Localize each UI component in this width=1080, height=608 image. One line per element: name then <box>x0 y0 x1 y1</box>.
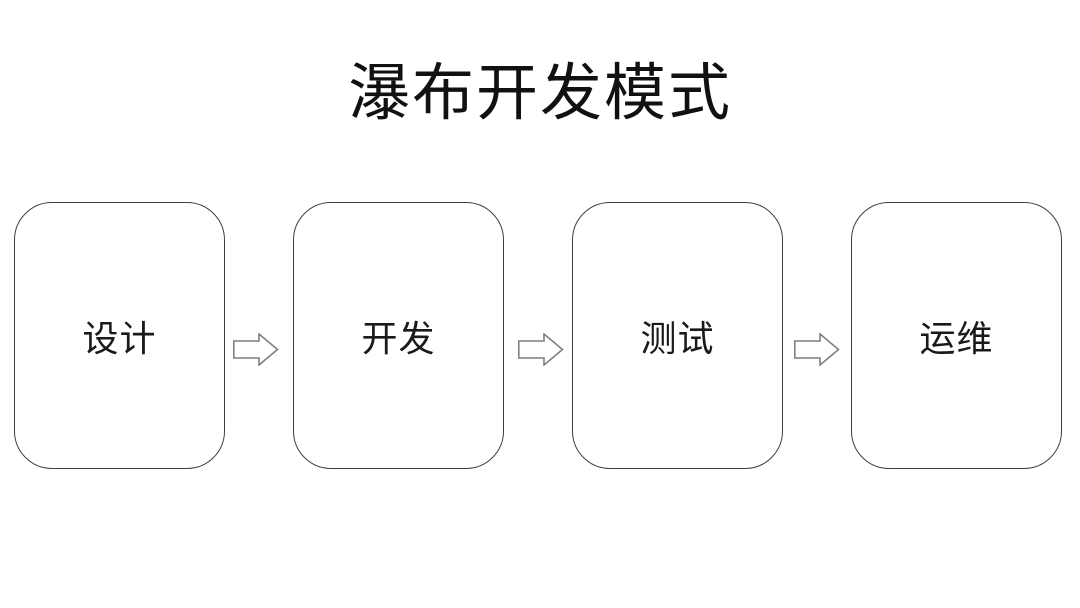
step-label-development: 开发 <box>361 317 436 359</box>
step-box-development: 开发 <box>293 202 504 469</box>
right-arrow-icon <box>794 332 840 367</box>
right-arrow-icon <box>233 332 279 367</box>
step-box-testing: 测试 <box>572 202 783 469</box>
diagram-title: 瀑布开发模式 <box>347 59 732 128</box>
step-label-testing: 测试 <box>640 317 715 359</box>
step-label-design: 设计 <box>82 317 157 359</box>
right-arrow-icon <box>518 332 564 367</box>
step-label-operations: 运维 <box>919 317 994 359</box>
step-box-design: 设计 <box>14 202 225 469</box>
step-box-operations: 运维 <box>851 202 1062 469</box>
